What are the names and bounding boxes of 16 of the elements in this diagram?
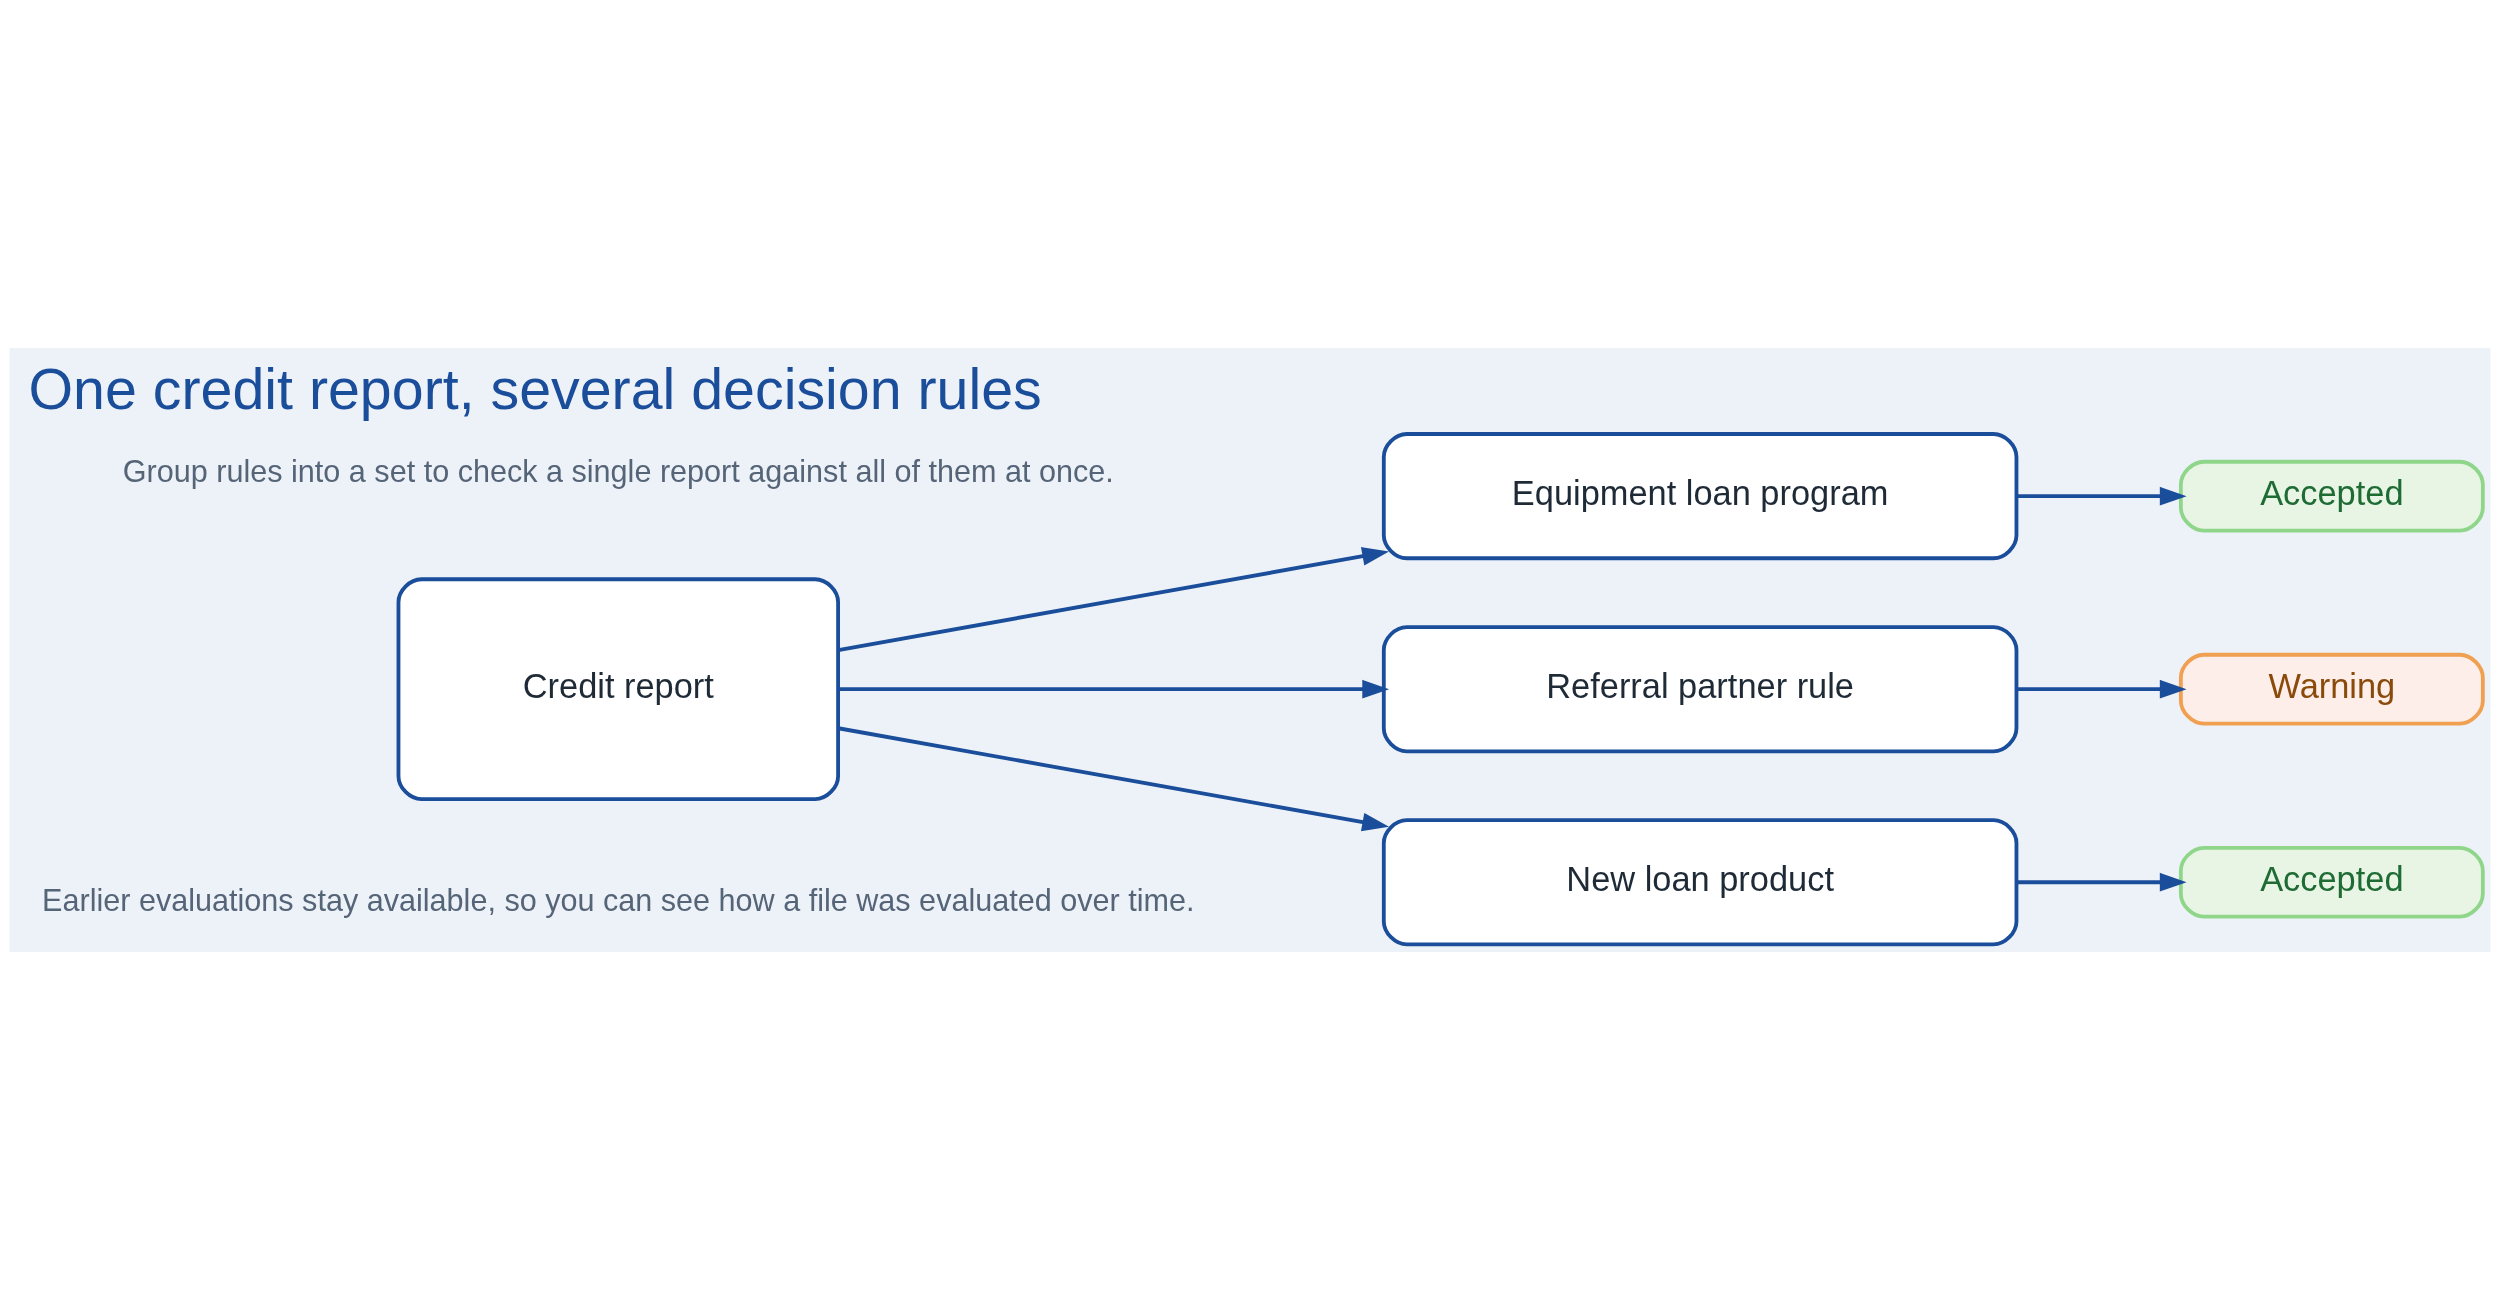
label: Earlier evaluations stay available, so you can see how a file was evaluated over time. bbox=[42, 882, 1195, 917]
arrow bbox=[2016, 679, 2187, 699]
diagram-title: One credit report, several decision rules bbox=[28, 357, 1042, 422]
arrow bbox=[838, 726, 1389, 832]
node-box: Referral partner rule bbox=[1381, 625, 2019, 754]
node-box: Equipment loan program bbox=[1381, 432, 2019, 561]
arrow bbox=[838, 547, 1389, 652]
arrow bbox=[2016, 872, 2187, 892]
node-box: Warning bbox=[2178, 652, 2485, 726]
label: Group rules into a set to check a single report against all of them at once. bbox=[122, 454, 1114, 489]
arrow bbox=[838, 679, 1390, 699]
node-box: Accepted bbox=[2178, 845, 2485, 919]
node-box: Credit report bbox=[396, 577, 840, 801]
node-box: New loan product bbox=[1381, 818, 2019, 947]
arrow bbox=[2016, 486, 2187, 506]
node-box: Accepted bbox=[2178, 459, 2485, 533]
